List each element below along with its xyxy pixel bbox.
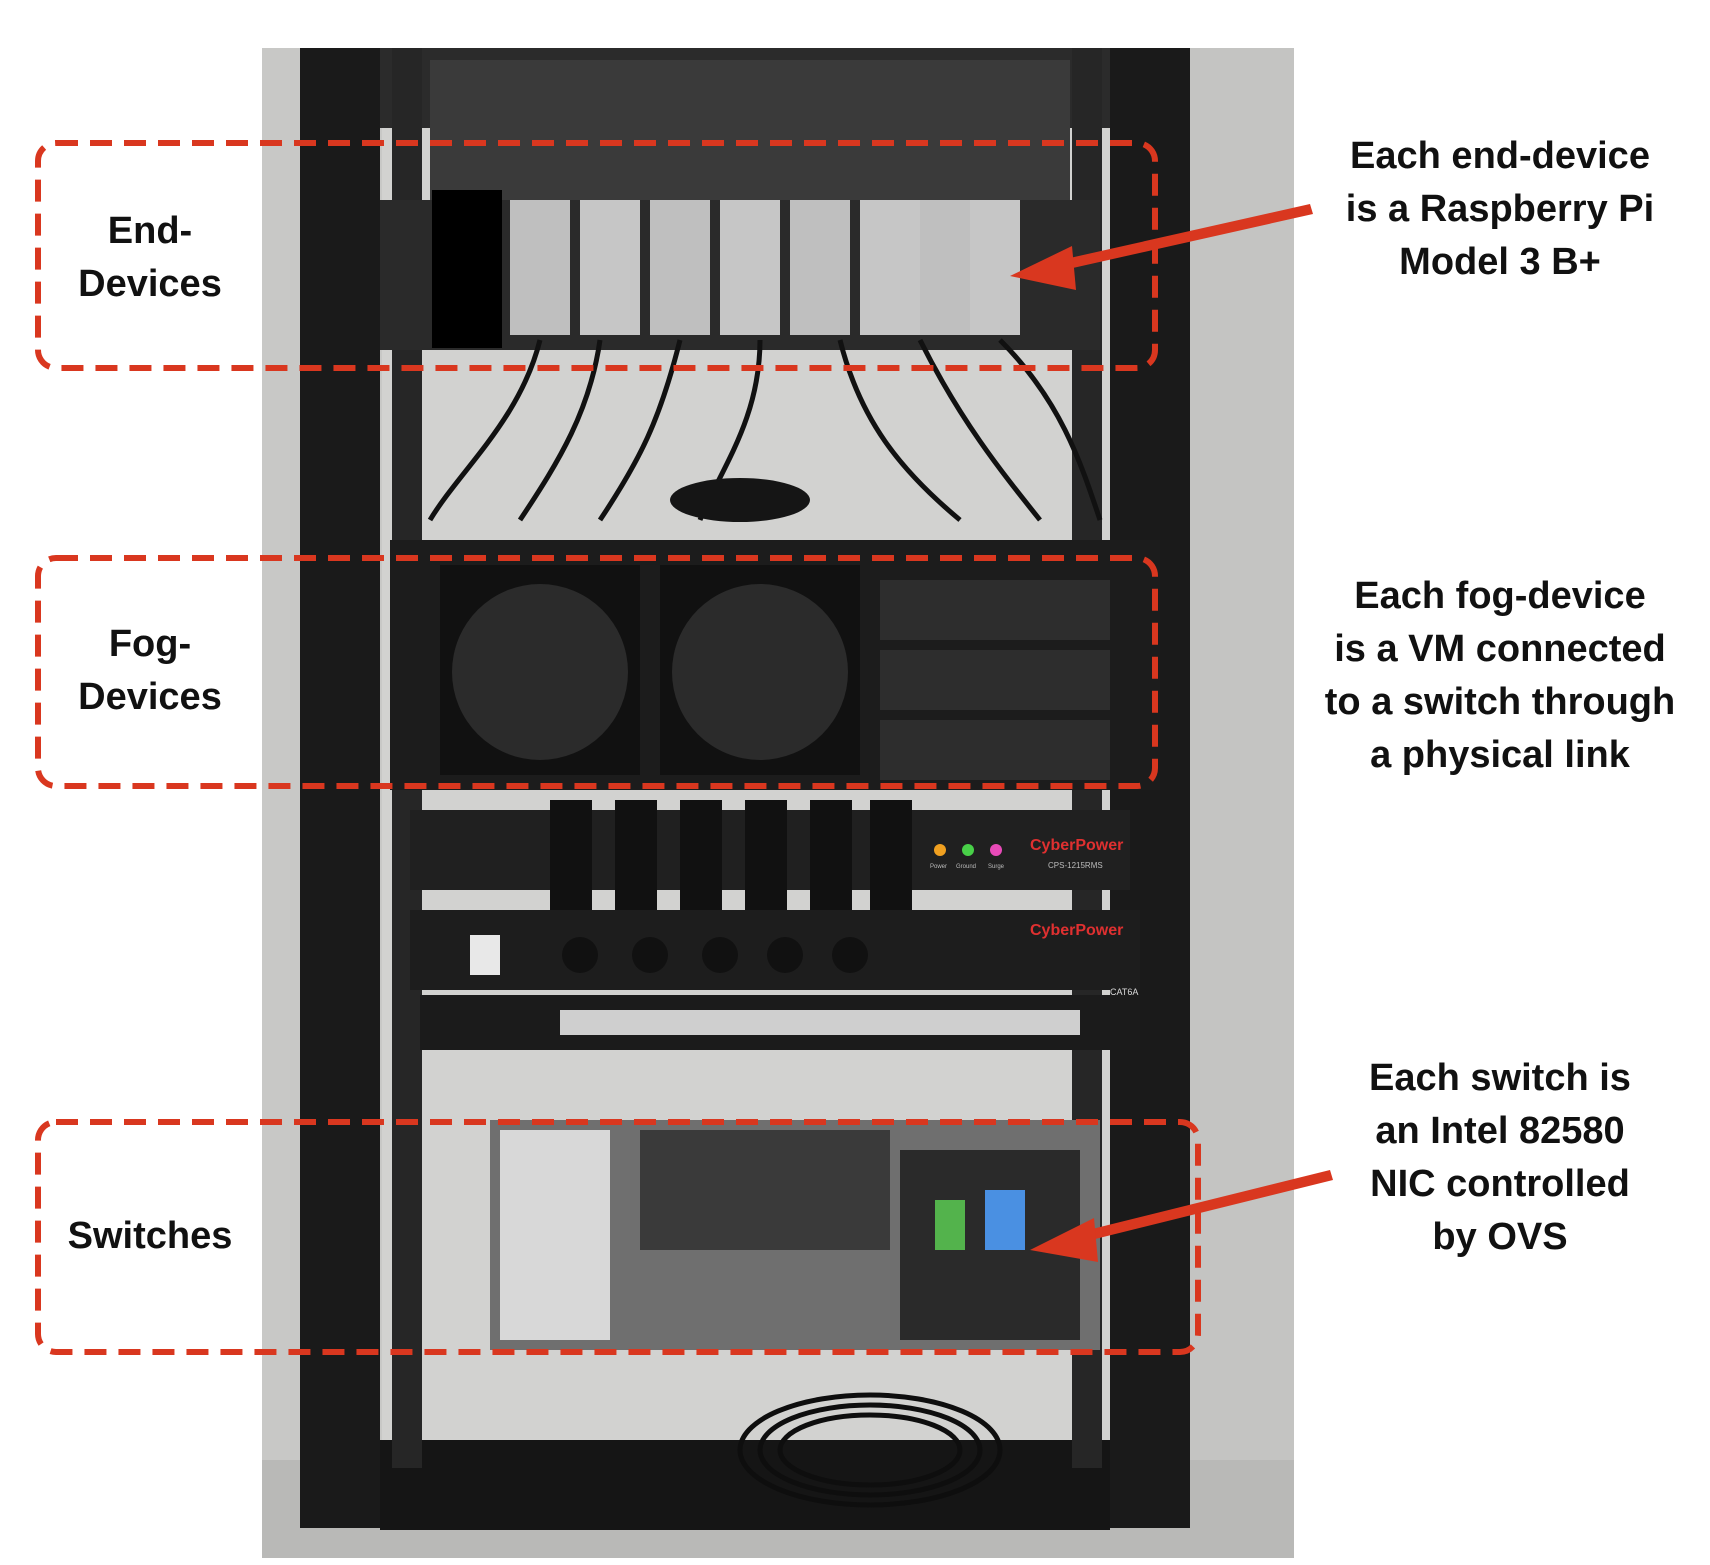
fog-device-annotation: Each fog-device is a VM connected to a s… (1290, 570, 1710, 782)
dashed-boxes (35, 140, 1201, 1355)
switch-annotation: Each switch is an Intel 82580 NIC contro… (1290, 1052, 1710, 1264)
switches-label: Switches (40, 1210, 260, 1263)
wall-right (1180, 48, 1294, 1558)
top-panel (430, 60, 1070, 200)
fog-devices-label: Fog- Devices (40, 618, 260, 724)
end-device-annotation-line-1: Each end-device (1350, 135, 1650, 177)
raspberry-pi-shelf (380, 190, 1100, 350)
switches-box (35, 1119, 1201, 1355)
switch-annotation-line-1: Each switch is (1369, 1057, 1631, 1099)
pdu-led-label-surge: Surge (988, 864, 1005, 870)
mouse (670, 478, 810, 522)
arrows (1010, 204, 1333, 1262)
switches-label-line-1: Switches (67, 1215, 233, 1257)
fog-devices-box (35, 555, 1158, 789)
fog-devices-label-line-1: Fog- (108, 623, 192, 665)
switch-arrowhead (1030, 1218, 1098, 1262)
pdu-surge-led (990, 844, 1002, 856)
fog-device-annotation-line-1: Each fog-device (1354, 575, 1646, 617)
black-box (432, 190, 502, 348)
pdu-2: CyberPower (410, 910, 1140, 990)
end-devices-label-line-1: End- (107, 210, 193, 252)
end-device-arrowhead (1010, 246, 1076, 290)
pdu-brand-1: CyberPower (1030, 837, 1123, 854)
end-device-arrow (1052, 204, 1313, 272)
pdu-1: CyberPower CPS-1215RMS Power Ground Surg… (410, 800, 1130, 910)
fog-device-annotation-line-2: is a VM connected (1334, 628, 1666, 670)
switch-annotation-line-2: an Intel 82580 (1375, 1110, 1625, 1152)
pdu-model-1: CPS-1215RMS (1048, 861, 1103, 870)
server-chassis (390, 540, 1160, 790)
fog-device-annotation-line-4: a physical link (1370, 734, 1630, 776)
bottom-cables (737, 1392, 1003, 1508)
end-devices-label: End- Devices (40, 205, 260, 311)
end-devices-label-line-2: Devices (78, 263, 222, 305)
end-device-annotation-line-3: Model 3 B+ (1399, 241, 1601, 283)
switch-annotation-line-4: by OVS (1432, 1216, 1568, 1258)
pdu-brand-2: CyberPower (1030, 922, 1123, 939)
switch-annotation-line-3: NIC controlled (1370, 1163, 1630, 1205)
nic-card (985, 1190, 1025, 1250)
end-device-annotation: Each end-device is a Raspberry Pi Model … (1290, 130, 1710, 289)
patch-panel: CAT6A (420, 987, 1140, 1050)
switch-machine (490, 1120, 1100, 1350)
pdu-ground-led (962, 844, 974, 856)
fog-device-annotation-line-3: to a switch through (1324, 681, 1676, 723)
end-device-annotation-line-2: is a Raspberry Pi (1345, 188, 1655, 230)
switch-arrow (1080, 1170, 1333, 1242)
pdu-led-label-power: Power (930, 864, 947, 870)
fog-devices-label-line-2: Devices (78, 676, 222, 718)
pdu-led-label-ground: Ground (956, 864, 976, 870)
patch-panel-label: CAT6A (1110, 987, 1138, 997)
end-devices-box (35, 140, 1158, 371)
pdu-power-led (934, 844, 946, 856)
